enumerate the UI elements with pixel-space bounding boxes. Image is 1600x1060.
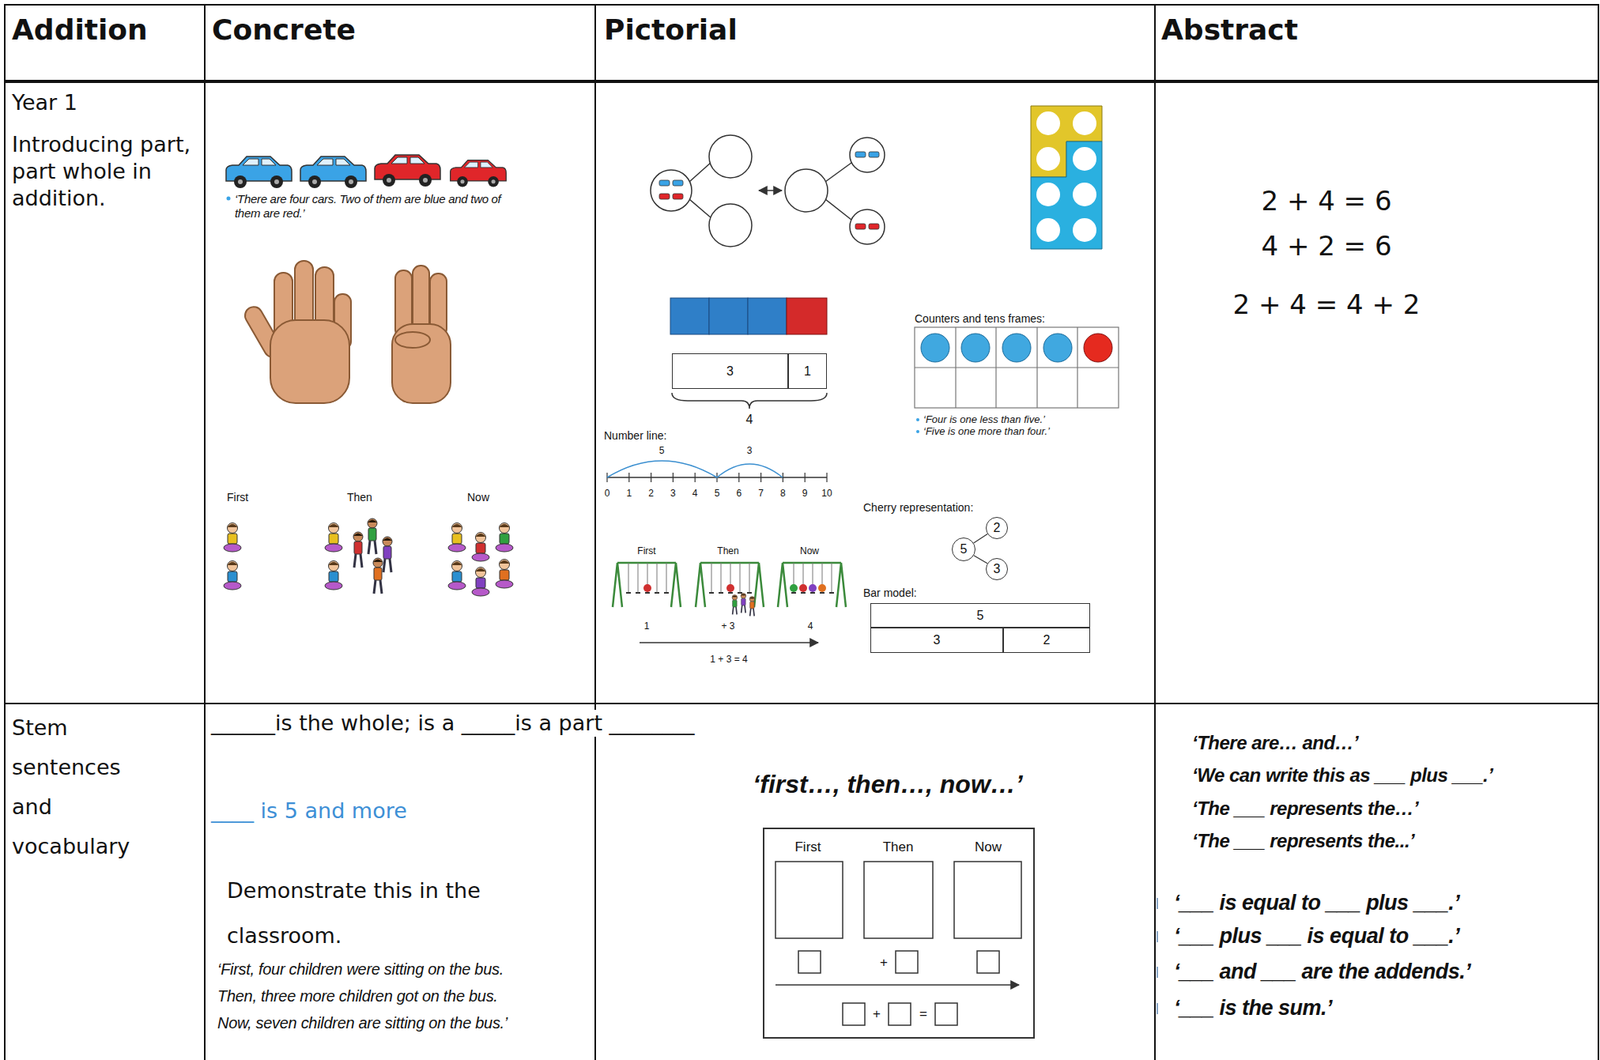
shape-label: + bbox=[872, 1006, 881, 1023]
cell-text: 0 bbox=[604, 487, 611, 499]
cell-text: 2 + 4 = 4 + 2 bbox=[1233, 288, 1421, 321]
cell-text: 4 + 2 = 6 bbox=[1260, 230, 1392, 263]
cell-text: 1 + 3 = 4 bbox=[709, 653, 748, 665]
bar-segment: 2 bbox=[1003, 627, 1091, 653]
shape-label: Then bbox=[883, 839, 914, 856]
cell-text: ‘___ is equal to ___ plus ___.’ bbox=[1173, 890, 1460, 916]
cell-text: ‘There are four cars. Two of them are bl… bbox=[234, 192, 508, 221]
shape-label: 3 bbox=[933, 632, 941, 648]
cell-text: 4 bbox=[807, 620, 814, 632]
cell-text: Now, seven children are sitting on the b… bbox=[217, 1013, 508, 1033]
cell-text: ____ is 5 and more bbox=[211, 798, 408, 824]
shape-label: + bbox=[879, 954, 888, 971]
cell-text: ‘The ___ represents the...’ bbox=[1192, 830, 1415, 853]
cell-text: 10 bbox=[821, 487, 832, 499]
cell-text: Stem sentences and vocabulary bbox=[11, 708, 151, 867]
shape-label: 5 bbox=[960, 541, 968, 557]
table-cell: 2 + 4 = 6 4 + 2 = 6 2 + 4 = 4 + 2 bbox=[1154, 81, 1599, 704]
cell-text: 6 bbox=[735, 487, 742, 499]
table-cell: Year 1 Introducing part, part whole in ad… bbox=[4, 81, 205, 704]
cell-text: ______is the whole; is a _____is a part … bbox=[211, 709, 765, 737]
cell-text: Counters and tens frames: bbox=[914, 312, 1046, 326]
cell-text: ‘Five is one more than four.’ bbox=[923, 425, 1050, 438]
cell-text: Then bbox=[347, 490, 373, 505]
cell-text: 2 bbox=[648, 487, 654, 499]
cell-text: ‘___ plus ___ is equal to ___.’ bbox=[1173, 923, 1460, 949]
cherry-circle: 2 bbox=[985, 516, 1008, 540]
table-cell: Addition bbox=[4, 4, 205, 82]
cell-text: ‘___ and ___ are the addends.’ bbox=[1173, 958, 1471, 985]
cell-text: Now bbox=[800, 545, 819, 557]
table-cell: ‘There are… and…’ ‘We can write this as _… bbox=[1154, 703, 1599, 1060]
bar-segment: 5 bbox=[870, 603, 1091, 628]
bar-segment: 3 bbox=[870, 627, 1004, 653]
shape-label: 3 bbox=[726, 363, 734, 379]
cell-text: ‘We can write this as ___ plus ___.’ bbox=[1192, 764, 1493, 788]
cell-text: Now bbox=[467, 490, 490, 505]
cell-text: ‘There are… and…’ bbox=[1192, 732, 1359, 755]
shape-label: 3 bbox=[993, 561, 1001, 577]
cell-text: 4 bbox=[692, 487, 699, 499]
cell-text: 3 bbox=[747, 445, 753, 457]
shape-label: = bbox=[919, 1006, 928, 1023]
cell-text: 7 bbox=[758, 487, 764, 499]
shape-label: 1 bbox=[803, 363, 812, 379]
cell-text: Then bbox=[716, 545, 739, 557]
cell-text: 8 bbox=[780, 487, 786, 499]
cell-text: Demonstrate this in the classroom. bbox=[226, 867, 575, 959]
cherry-branch bbox=[973, 555, 988, 564]
cell-text: ‘The ___ represents the…’ bbox=[1192, 797, 1419, 821]
cell-text: 9 bbox=[802, 487, 808, 499]
cell-text: Bar model: bbox=[863, 586, 917, 600]
cell-text: Pictorial bbox=[603, 12, 738, 47]
cell-text: ‘first…, then…, now…’ bbox=[752, 769, 1023, 800]
cell-text: 1 bbox=[626, 487, 632, 499]
table-cell: Abstract bbox=[1154, 4, 1599, 82]
shape-label: First bbox=[794, 839, 821, 856]
cell-text: 5 bbox=[714, 487, 721, 499]
cell-text: Number line: bbox=[603, 429, 667, 443]
shape-label: Now bbox=[974, 839, 1002, 856]
table-cell: ______is the whole; is a _____is a part … bbox=[204, 703, 596, 1060]
cell-text: 5 bbox=[659, 445, 665, 457]
table-cell: ‘There are four cars. Two of them are bl… bbox=[204, 81, 596, 704]
cell-text: First bbox=[637, 545, 656, 557]
table-cell: Pictorial bbox=[595, 4, 1155, 82]
cell-text: 4 bbox=[746, 411, 754, 427]
cell-text: ‘First, four children were sitting on th… bbox=[217, 959, 504, 979]
cherry-circle: 3 bbox=[985, 558, 1008, 581]
cherry-circle: 5 bbox=[951, 537, 976, 562]
shape-label: 2 bbox=[993, 520, 1001, 536]
cell-text: + 3 bbox=[720, 620, 735, 632]
cherry-branch bbox=[973, 534, 989, 544]
shape-label: 2 bbox=[1043, 632, 1051, 648]
table-cell: ‘first…, then…, now…’ First Then Now + + = bbox=[595, 703, 1155, 1060]
table-cell: Counters and tens frames: 4 ‘Four is one l… bbox=[595, 81, 1155, 704]
first-then-now-frame: First Then Now + + = bbox=[763, 828, 1034, 1038]
cell-text: ‘___ is the sum.’ bbox=[1173, 995, 1333, 1021]
cell-text: 1 bbox=[644, 620, 650, 632]
cell-text: Abstract bbox=[1161, 12, 1299, 47]
table-cell: Stem sentences and vocabulary bbox=[4, 703, 205, 1060]
cell-text: Year 1 bbox=[11, 90, 78, 116]
cell-text: First bbox=[226, 490, 249, 505]
shape-label: 5 bbox=[977, 607, 985, 623]
cell-text: Then, three more children got on the bus… bbox=[217, 986, 499, 1006]
cell-text: Introducing part, part whole in addition… bbox=[11, 131, 198, 212]
bar-segment: 1 bbox=[788, 353, 827, 389]
bar-segment: 3 bbox=[671, 353, 789, 389]
cell-text: 3 bbox=[670, 487, 676, 499]
cell-text: Addition bbox=[11, 12, 148, 47]
cell-text: 2 + 4 = 6 bbox=[1260, 184, 1392, 218]
table-cell: Concrete bbox=[204, 4, 596, 82]
cell-text: Concrete bbox=[211, 12, 356, 47]
cell-text: ‘Four is one less than five.’ bbox=[923, 413, 1046, 427]
cell-text: Cherry representation: bbox=[863, 501, 974, 515]
